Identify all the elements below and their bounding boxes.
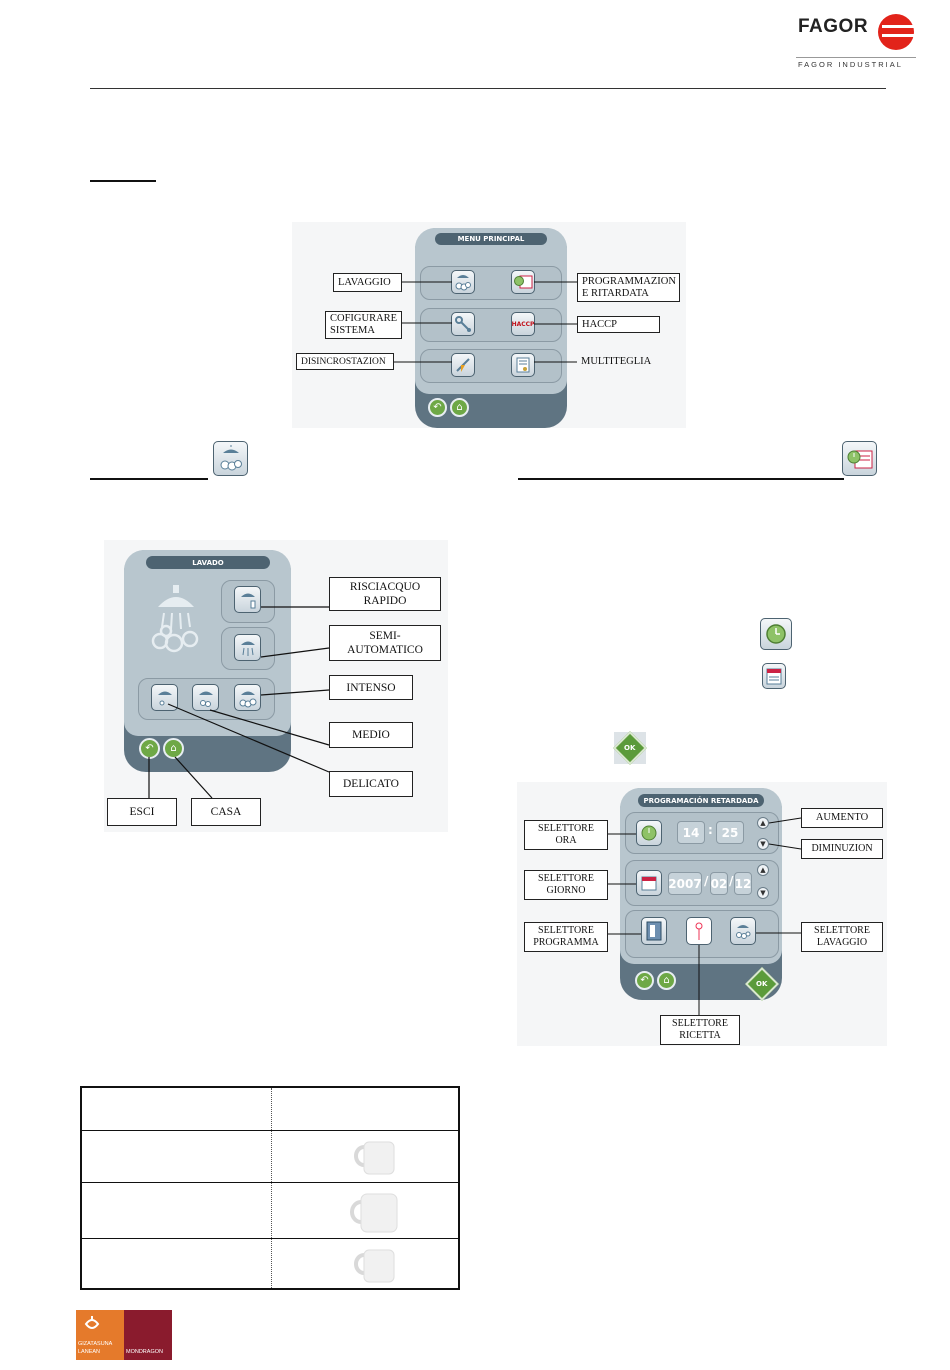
shower-icon — [213, 441, 248, 476]
label-esci: ESCI — [107, 798, 177, 826]
menu-row-2 — [420, 308, 562, 342]
label-medio: MEDIO — [329, 722, 413, 748]
ok-icon: OK — [613, 731, 647, 765]
table-row-divider — [82, 1130, 458, 1131]
menu-title: MENU PRINCIPAL — [435, 233, 547, 245]
menu-row-3 — [420, 349, 562, 383]
hour-selector-button[interactable] — [636, 820, 662, 846]
calendar-clock-icon — [842, 441, 877, 476]
ok-icon-label: OK — [624, 744, 636, 752]
clock-icon — [760, 618, 792, 650]
date-decrease-button[interactable]: ▼ — [757, 887, 769, 899]
day-selector-button[interactable] — [636, 870, 662, 896]
lavado-title: LAVADO — [146, 556, 270, 569]
brand-sub: FAGOR INDUSTRIAL — [798, 60, 903, 69]
label-programmazione: PROGRAMMAZION E RITARDATA — [577, 273, 680, 302]
label-lavaggio: LAVAGGIO — [333, 273, 402, 292]
label-sel-lavaggio: SELETTORE LAVAGGIO — [801, 922, 883, 952]
mondragon-logo: GIZATASUNA LANEAN MONDRAGON — [76, 1310, 172, 1360]
day-field[interactable]: 12 — [734, 872, 752, 895]
heading-underline — [90, 478, 208, 480]
cup-icon — [352, 1248, 400, 1284]
back-button[interactable]: ↶ — [428, 398, 447, 417]
lavado-home-button[interactable]: ⌂ — [163, 738, 184, 759]
label-multiteglia: MULTITEGLIA — [581, 356, 652, 367]
configure-system-button[interactable] — [451, 312, 475, 336]
shower-large-icon — [144, 583, 208, 655]
multitray-button[interactable] — [511, 353, 535, 377]
footer-line1: GIZATASUNA — [78, 1341, 113, 1347]
cup-icon — [352, 1140, 400, 1176]
label-disincrostazione: DISINCROSTAZION — [296, 353, 394, 370]
increase-button[interactable]: ▲ — [757, 817, 769, 829]
label-intenso: INTENSO — [329, 675, 413, 700]
prog-home-button[interactable]: ⌂ — [657, 971, 676, 990]
minute-field[interactable]: 25 — [716, 821, 744, 844]
month-field[interactable]: 02 — [710, 872, 728, 895]
semi-automatic-button[interactable] — [234, 634, 261, 661]
table-row-divider — [82, 1238, 458, 1239]
brand-name: FAGOR — [798, 16, 869, 37]
ok-button[interactable]: OK — [745, 967, 779, 1001]
label-haccp: HACCP — [577, 316, 660, 333]
haccp-icon: HACCP — [511, 320, 535, 328]
date-increase-button[interactable]: ▲ — [757, 864, 769, 876]
footer-line2: LANEAN — [78, 1349, 101, 1355]
rapid-rinse-button[interactable] — [234, 586, 261, 613]
descaling-button[interactable] — [451, 353, 475, 377]
date-separator: / — [704, 874, 709, 888]
medium-button[interactable] — [192, 684, 219, 711]
cup-table — [80, 1086, 460, 1290]
ok-button-label: OK — [756, 980, 768, 988]
recipe-selector-button[interactable] — [686, 917, 712, 945]
label-sel-giorno: SELETTORE GIORNO — [524, 870, 608, 900]
heading-underline — [90, 180, 156, 182]
footer-brand: MONDRAGON — [126, 1349, 163, 1355]
label-sel-ora: SELETTORE ORA — [524, 820, 608, 850]
label-aumento: AUMENTO — [801, 808, 883, 828]
cup-icon — [348, 1192, 404, 1234]
prog-back-button[interactable]: ↶ — [635, 971, 654, 990]
label-delicato: DELICATO — [329, 771, 413, 797]
intense-button[interactable] — [234, 684, 261, 711]
header-rule — [90, 88, 886, 89]
table-row-divider — [82, 1182, 458, 1183]
wash-selector-button[interactable] — [730, 917, 756, 945]
decrease-button[interactable]: ▼ — [757, 838, 769, 850]
label-configurare: COFIGURARE SISTEMA — [325, 311, 402, 339]
date-separator: / — [729, 874, 734, 888]
table-column-divider — [271, 1088, 272, 1288]
hour-field[interactable]: 14 — [677, 821, 705, 844]
time-separator: : — [708, 823, 713, 837]
label-sel-programma: SELETTORE PROGRAMMA — [524, 922, 608, 952]
prog-title: PROGRAMACIÓN RETARDADA — [638, 794, 764, 807]
home-button[interactable]: ⌂ — [450, 398, 469, 417]
year-field[interactable]: 2007 — [668, 872, 702, 895]
label-casa: CASA — [191, 798, 261, 826]
calendar-icon — [762, 663, 786, 689]
label-semi: SEMI- AUTOMATICO — [329, 625, 441, 661]
program-selector-button[interactable] — [641, 917, 667, 945]
fagor-logo: FAGOR FAGOR INDUSTRIAL — [796, 14, 918, 72]
fagor-emblem-icon — [878, 14, 914, 50]
label-risciacquo: RISCIACQUO RAPIDO — [329, 577, 441, 611]
label-sel-ricetta: SELETTORE RICETTA — [660, 1015, 740, 1045]
label-diminuzione: DIMINUZION — [801, 839, 883, 859]
heading-underline — [518, 478, 844, 480]
menu-row-1 — [420, 266, 562, 300]
